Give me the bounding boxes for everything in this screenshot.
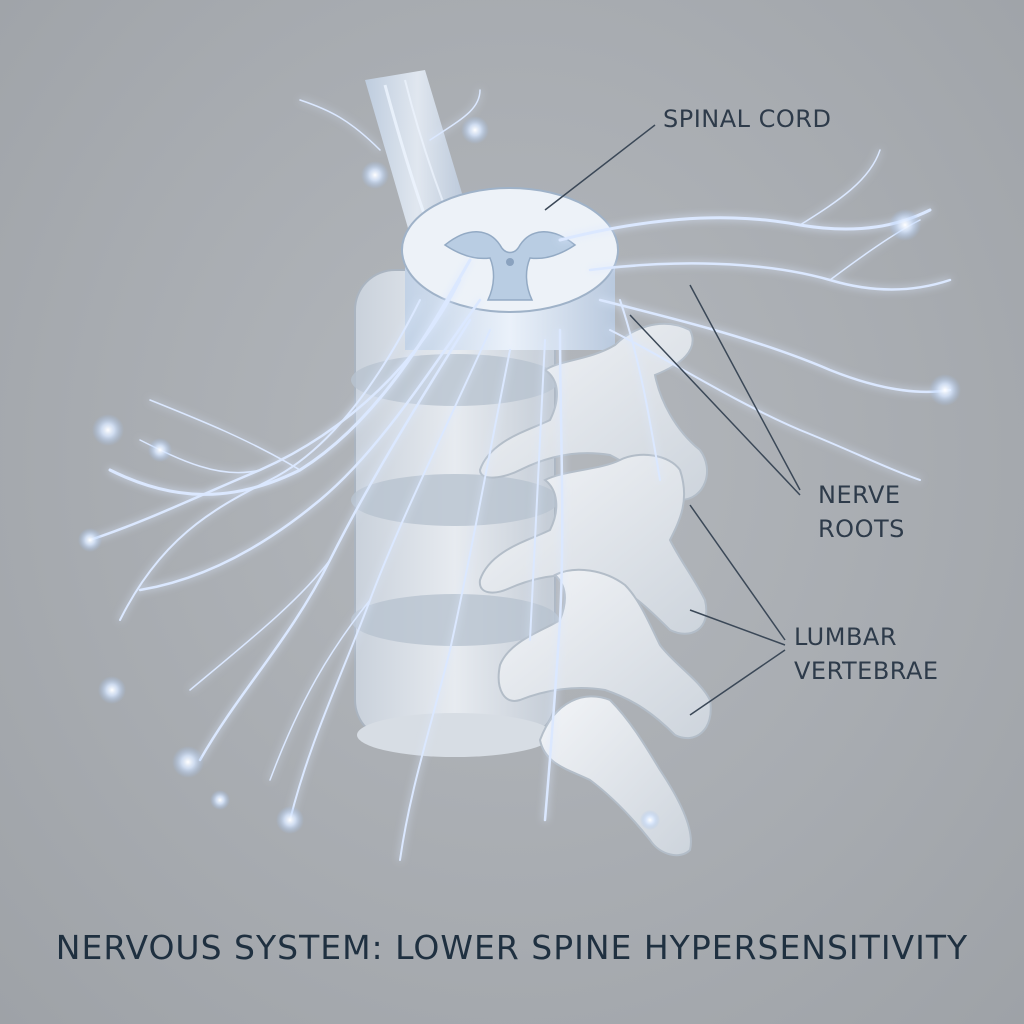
label-nerve-roots-line-2: ROOTS: [818, 515, 905, 543]
label-spinal-cord-text: SPINAL CORD: [663, 105, 832, 133]
nerve-roots: [88, 89, 952, 861]
nerve-sparkles: [78, 116, 961, 834]
label-lumbar-vertebrae-line-1: LUMBAR: [794, 623, 898, 651]
label-spinal-cord: SPINAL CORD: [663, 102, 831, 136]
label-leader-lines: [544, 124, 801, 716]
spinal-cord-cross-section: [401, 187, 619, 350]
diagram-title: NERVOUS SYSTEM: LOWER SPINE HYPERSENSITI…: [55, 928, 969, 967]
label-lumbar-vertebrae-line-2: VERTEBRAE: [794, 657, 939, 685]
label-nerve-roots-line-1: NERVE: [818, 481, 901, 509]
label-nerve-roots: NERVE ROOTS: [818, 478, 905, 546]
label-lumbar-vertebrae: LUMBAR VERTEBRAE: [794, 620, 939, 688]
vertebral-bodies: [351, 269, 559, 757]
lumbar-vertebra-processes: [478, 322, 712, 857]
